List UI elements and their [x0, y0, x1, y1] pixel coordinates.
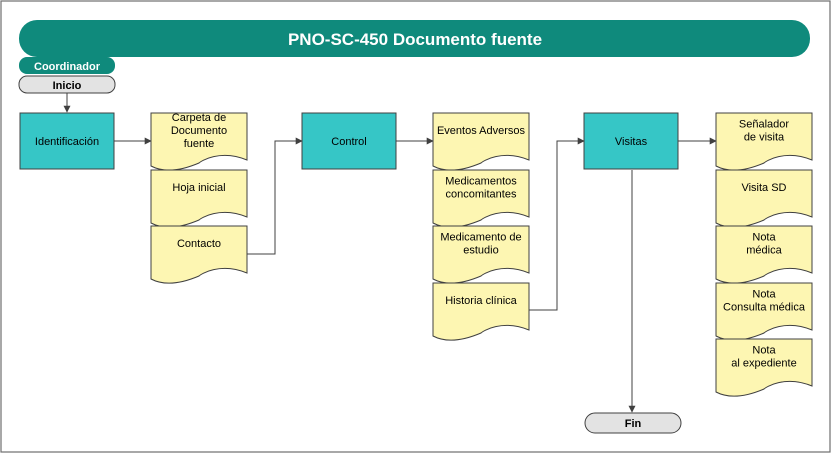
title-banner: [19, 20, 810, 57]
document-shape: [150, 225, 248, 284]
document-label: Consulta médica: [723, 302, 806, 314]
document-label: Visita SD: [741, 182, 786, 194]
document-shape: [432, 225, 530, 284]
lane-label: Coordinador: [34, 61, 101, 73]
document-visita-sd: Visita SD: [715, 169, 813, 228]
document-label: de visita: [744, 132, 785, 144]
process-control: Control: [301, 112, 397, 170]
end-terminator: [584, 412, 682, 434]
connector-historia-visitas: [529, 137, 585, 311]
process-label: Control: [331, 136, 366, 148]
document-label: Carpeta de: [172, 112, 226, 124]
document-label: médica: [746, 245, 782, 257]
document-hoja-inicial: Hoja inicial: [150, 169, 248, 228]
document-label: Eventos Adversos: [437, 125, 526, 137]
document-shape: [715, 169, 813, 228]
document-shape: [432, 112, 530, 171]
document-label: concomitantes: [446, 189, 517, 201]
document-label: Nota: [752, 232, 776, 244]
document-shape: [432, 282, 530, 341]
lane-label-pill: [19, 57, 115, 74]
document-label: Señalador: [739, 119, 789, 131]
document-contacto: Contacto: [150, 225, 248, 284]
document-label: Medicamentos: [445, 176, 517, 188]
process-identificacion: Identificación: [19, 112, 115, 170]
document-label: Medicamento de: [440, 232, 521, 244]
connector-contacto-control: [247, 137, 303, 255]
diagram-title: PNO-SC-450 Documento fuente: [288, 30, 542, 49]
document-label: estudio: [463, 245, 498, 257]
document-label: Historia clínica: [445, 295, 517, 307]
process-label: Visitas: [615, 136, 648, 148]
start-label: Inicio: [53, 80, 82, 92]
document-label: Hoja inicial: [172, 182, 225, 194]
document-label: fuente: [184, 138, 215, 150]
document-historia-clinica: Historia clínica: [432, 282, 530, 341]
process-visitas: Visitas: [583, 112, 679, 170]
document-label: Nota: [752, 289, 776, 301]
document-label: al expediente: [731, 358, 796, 370]
document-label: Nota: [752, 345, 776, 357]
document-label: Contacto: [177, 238, 221, 250]
document-shape: [150, 169, 248, 228]
process-box: [583, 112, 679, 170]
document-shape: [150, 112, 248, 171]
document-label: Documento: [171, 125, 227, 137]
end-label: Fin: [625, 418, 642, 430]
document-shape: [715, 225, 813, 284]
process-box: [19, 112, 115, 170]
document-shape: [715, 112, 813, 171]
process-box: [301, 112, 397, 170]
document-eventos-adversos: Eventos Adversos: [432, 112, 530, 171]
connectors: [63, 93, 717, 413]
document-shape: [715, 338, 813, 397]
process-label: Identificación: [35, 136, 99, 148]
